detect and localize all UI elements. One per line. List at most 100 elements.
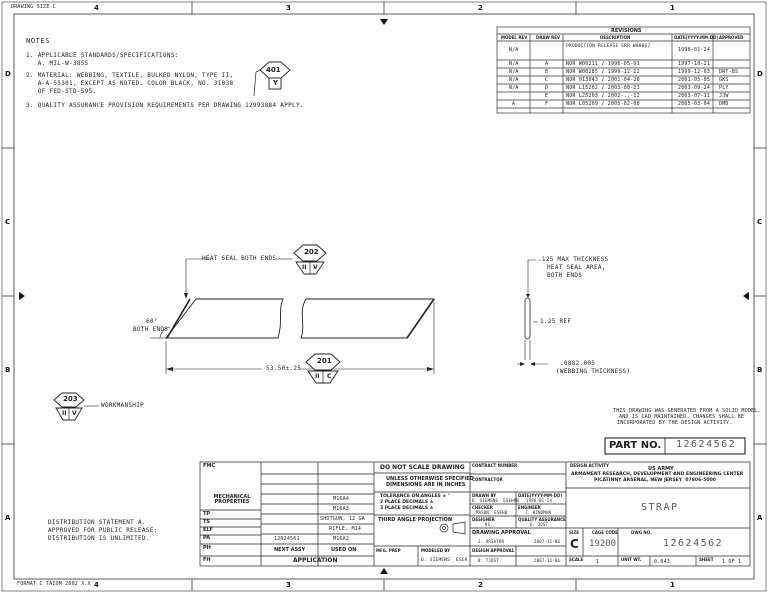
flag-401-number: 401 <box>266 66 281 74</box>
rev-header-approved: APPROVED <box>719 35 744 40</box>
table-cell: N/A <box>509 69 519 75</box>
designer-value: KS <box>485 522 491 527</box>
dwg-no-label: DWG NO. <box>631 530 652 535</box>
table-cell: F <box>545 101 549 107</box>
table-cell: DRT-BS <box>719 69 739 75</box>
third-angle-label: THIRD ANGLE PROJECTION <box>378 517 453 523</box>
design-activity-label: DESIGN ACTIVITY <box>570 463 609 468</box>
used-on-label: USED ON <box>331 547 357 553</box>
zone-top-2: 2 <box>478 4 483 12</box>
angle-sub-label: BOTH ENDS <box>133 326 169 333</box>
size-label: SIZE <box>569 530 580 535</box>
design-approval-label: DESIGN APPROVAL <box>472 548 515 553</box>
used-on-cell: M16A4 <box>333 496 350 502</box>
webbing-thickness-value: .0882.005 <box>560 360 596 367</box>
next-assy-cell: 12624561 <box>274 536 300 542</box>
flag-202-roman: II <box>302 264 307 271</box>
zone-bottom-1: 1 <box>670 581 675 589</box>
tolerance-line: 2 PLACE DECIMALS ± <box>380 500 434 505</box>
rev-header-draw: DRAW REV <box>536 35 561 40</box>
activity-line: PICATINNY ARSENAL, NEW JERSEY 07806-5000 <box>594 478 716 483</box>
side-label: ELF <box>203 527 214 533</box>
side-label: FH <box>203 557 211 563</box>
table-cell: B <box>545 69 549 75</box>
format-note: FORMAT C TAIOM 2002 X.X <box>17 581 91 587</box>
zone-bottom-4: 4 <box>94 581 99 589</box>
unless-specified: UNLESS OTHERWISE SPECIFIED <box>386 476 474 482</box>
scale-label: SCALE <box>569 557 584 562</box>
modeled-by-label: MODELED BY <box>421 548 451 553</box>
table-cell: D <box>545 85 549 91</box>
unit-weight-label: UNIT WT. <box>621 557 642 562</box>
zone-top-1: 1 <box>670 4 675 12</box>
side-label: TS <box>203 519 211 525</box>
table-cell: JJW <box>719 93 729 99</box>
used-on-cell: M16A3 <box>333 506 350 512</box>
drawn-by-label: DRAWN BY <box>472 493 497 498</box>
checker-value: MASON ESEHB <box>476 510 508 515</box>
thickness-note: BOTH ENDS <box>547 272 583 279</box>
zone-left-c: C <box>5 218 11 226</box>
drawing-title: STRAP <box>641 502 679 513</box>
side-label: PA <box>203 535 211 541</box>
table-cell: 2003-07-11 <box>678 93 711 99</box>
designer-label: DESIGNER <box>472 517 495 522</box>
part-no-value: 12624562 <box>676 439 737 450</box>
zone-right-a: A <box>757 514 763 522</box>
length-dimension: 53.50±.25 <box>266 365 302 372</box>
date-label: DATE(YYYY-MM-DD) <box>518 493 563 498</box>
rev-header-description: DESCRIPTION <box>600 35 631 40</box>
fmc-label: FMC <box>203 463 216 469</box>
scale-value: 1 <box>596 559 600 565</box>
note-line: 3. QUALITY ASSURANCE PROVISION REQUIREME… <box>26 102 304 109</box>
zone-bottom-2: 2 <box>478 581 483 589</box>
drawing-approval-value: J. ORSATOR <box>478 539 505 544</box>
contractor-label: CONTRACTOR <box>472 477 503 482</box>
zone-right-b: B <box>757 366 763 374</box>
table-cell: NOR W00285 / 1999-12-22 <box>566 69 640 75</box>
drawn-by-value: D. SIEMENS ESEHRB <box>472 498 519 503</box>
used-on-cell: M16A2 <box>333 536 350 542</box>
zone-right-d: D <box>757 70 763 78</box>
part-no-label: PART NO. <box>609 440 662 451</box>
side-label: TP <box>203 511 211 517</box>
table-cell: C <box>545 77 549 83</box>
flag-201-number: 201 <box>317 357 332 365</box>
table-cell: NOR L05209 / 2005-02-08 <box>566 101 640 107</box>
thickness-note: .125 MAX THICKNESS <box>538 256 609 263</box>
table-cell: 2003-09-24 <box>678 85 711 91</box>
zone-left-b: B <box>5 366 11 374</box>
engineer-label: ENGINEER <box>518 505 541 510</box>
note-line: 1. APPLICABLE STANDARDS/SPECIFICATIONS: <box>26 52 179 59</box>
modeled-by-value: D. SIEMENS ESEH <box>421 558 468 563</box>
table-cell: N/A <box>509 47 519 53</box>
tolerance-line: TOLERANCE ON ANGLES ± ° <box>380 494 450 499</box>
solid-model-note: INCORPORATED BY THE DESIGN ACTIVITY. <box>617 420 733 426</box>
table-cell: DMD <box>719 101 729 107</box>
rev-header-date: DATE(YYYY-MM-DD) <box>674 35 719 40</box>
distribution-statement: DISTRIBUTION STATEMENT A. <box>48 519 146 526</box>
table-cell: PRODUCTION RELEASE ERR W00067 <box>566 44 651 49</box>
flag-201-roman: II <box>315 373 320 380</box>
side-label: PH <box>203 545 211 551</box>
activity-line: US ARMY <box>648 466 674 472</box>
zone-top-3: 3 <box>286 4 291 12</box>
zone-right-c: C <box>757 218 763 226</box>
do-not-scale-label: DO NOT SCALE DRAWING <box>380 464 465 471</box>
dwg-no-value: 12624562 <box>663 538 724 549</box>
sheet-value: 1 OF 1 <box>722 559 742 565</box>
table-cell: PLY <box>719 85 729 91</box>
table-cell: 1999-12-03 <box>678 69 711 75</box>
activity-line: ARMAMENT RESEARCH, DEVELOPMENT AND ENGIN… <box>571 472 744 477</box>
zone-bottom-3: 3 <box>286 581 291 589</box>
cage-code-label: CAGE CODE <box>592 530 618 535</box>
quality-label: QUALITY ASSURANCE <box>518 517 566 522</box>
tolerance-line: 3 PLACE DECIMALS ± <box>380 506 434 511</box>
webbing-thickness-label: (WEBBING THICKNESS) <box>556 368 631 375</box>
mechanical-properties-label: MECHANICAL PROPERTIES <box>213 494 251 505</box>
drawing-approval-label: DRAWING APPROVAL <box>472 530 531 536</box>
note-line: A-A-55301, EXCEPT AS NOTED. COLOR BLACK,… <box>26 80 234 87</box>
width-reference: 1.25 REF <box>540 318 572 325</box>
